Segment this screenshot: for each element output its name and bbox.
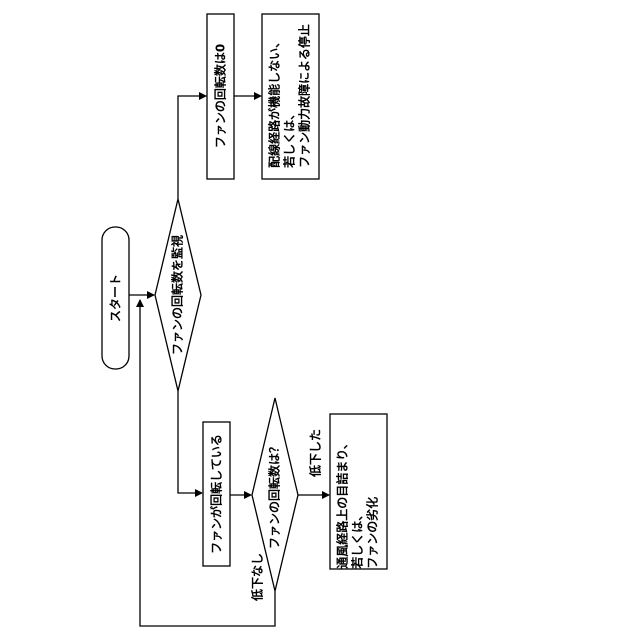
start-label: スタート [109,274,124,322]
no-drop-edge-label: 低下なし [251,553,266,601]
speed-check-label: ファンの回転数は？ [268,441,283,549]
airflow-clog-label: 通風経路上の目詰まり、 若しくは、 ファンの劣化 [336,437,381,569]
monitor-to-rotating [178,391,202,493]
speed-zero-label: ファンの回転数は0 [214,44,229,148]
monitor-label: ファンの回転数を監視 [171,235,186,355]
wiring-failure-label: 配線経路が機能しない、 若しくは、 ファン動力故障による停止 [268,24,313,168]
dropped-edge-label: 低下した [309,429,324,477]
rotating-label: ファンが回転している [210,434,225,554]
monitor-to-zero [178,96,206,199]
